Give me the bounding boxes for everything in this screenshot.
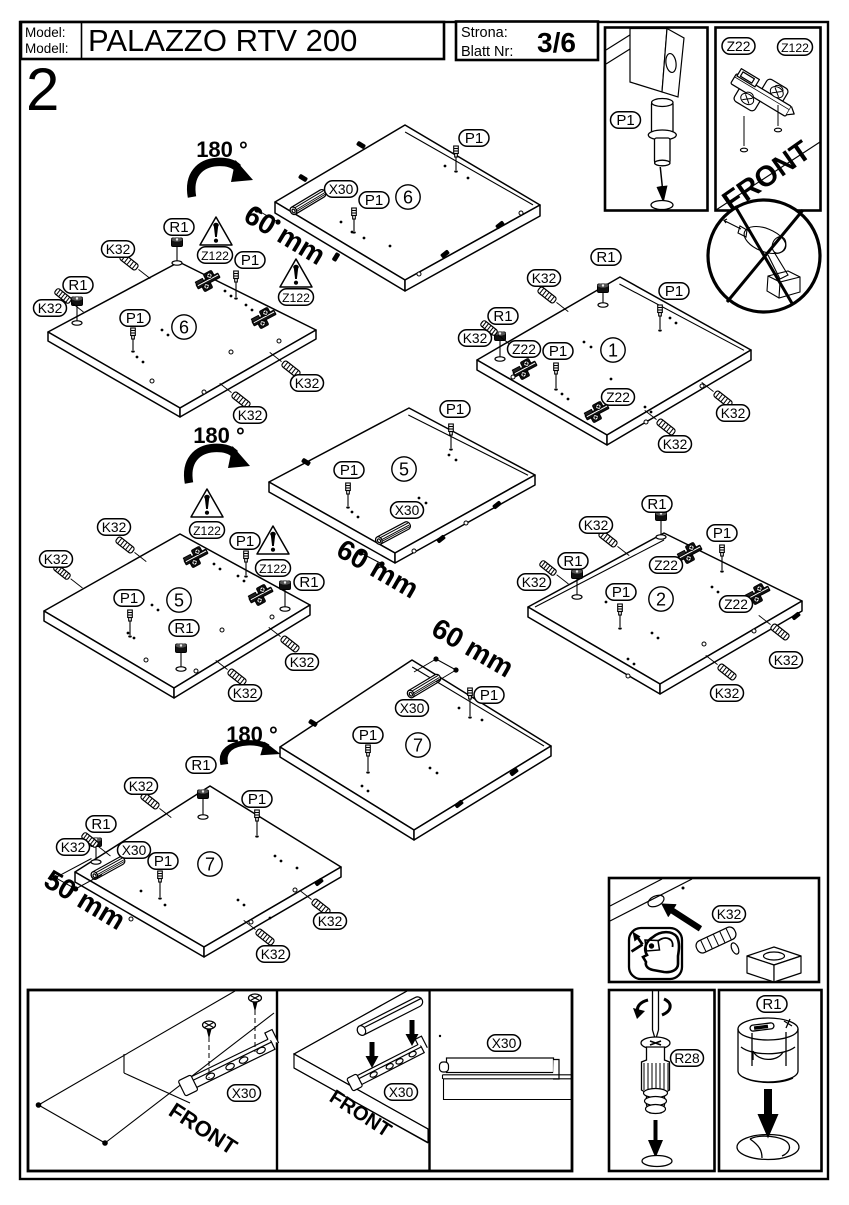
svg-text:R28: R28 <box>674 1051 700 1066</box>
svg-text:K32: K32 <box>38 301 63 316</box>
svg-text:K32: K32 <box>102 520 127 535</box>
svg-text:Blatt Nr:: Blatt Nr: <box>461 44 513 60</box>
svg-text:1: 1 <box>608 341 618 361</box>
svg-text:K32: K32 <box>129 779 154 794</box>
svg-text:Z22: Z22 <box>654 558 678 573</box>
svg-text:X30: X30 <box>400 701 425 716</box>
svg-text:K32: K32 <box>663 437 688 452</box>
svg-text:K32: K32 <box>61 840 86 855</box>
svg-text:P1: P1 <box>480 687 498 704</box>
svg-text:K32: K32 <box>238 408 263 423</box>
svg-text:P1: P1 <box>446 401 464 418</box>
svg-text:X30: X30 <box>389 1085 414 1100</box>
svg-text:K32: K32 <box>532 271 557 286</box>
svg-text:3/6: 3/6 <box>537 27 576 58</box>
svg-text:X30: X30 <box>122 843 147 858</box>
svg-text:Z122: Z122 <box>282 291 310 305</box>
svg-text:R1: R1 <box>647 496 666 513</box>
svg-text:P1: P1 <box>713 525 731 542</box>
svg-text:P1: P1 <box>616 112 634 129</box>
svg-text:P1: P1 <box>365 192 383 209</box>
svg-text:Z122: Z122 <box>259 562 287 576</box>
svg-text:K32: K32 <box>318 914 343 929</box>
svg-text:R1: R1 <box>299 574 318 591</box>
svg-text:R1: R1 <box>596 249 615 266</box>
svg-text:K32: K32 <box>463 331 488 346</box>
svg-text:Z22: Z22 <box>606 390 630 405</box>
svg-text:K32: K32 <box>233 686 258 701</box>
svg-text:R1: R1 <box>563 553 582 570</box>
svg-text:R1: R1 <box>91 816 110 833</box>
svg-text:Model:: Model: <box>25 25 66 40</box>
svg-text:Z122: Z122 <box>781 41 809 55</box>
svg-text:K32: K32 <box>261 947 286 962</box>
svg-text:6: 6 <box>179 318 189 338</box>
svg-text:K32: K32 <box>715 686 740 701</box>
svg-text:P1: P1 <box>359 727 377 744</box>
svg-text:5: 5 <box>174 591 184 611</box>
svg-text:Modell:: Modell: <box>25 41 69 56</box>
svg-text:K32: K32 <box>290 655 315 670</box>
svg-text:Strona:: Strona: <box>461 25 508 41</box>
svg-text:X30: X30 <box>492 1036 517 1051</box>
svg-text:R1: R1 <box>169 219 188 236</box>
svg-text:K32: K32 <box>522 575 547 590</box>
svg-text:P1: P1 <box>465 130 483 147</box>
svg-text:R1: R1 <box>493 308 512 325</box>
svg-text:PALAZZO RTV 200: PALAZZO RTV 200 <box>88 23 357 58</box>
svg-text:K32: K32 <box>774 653 799 668</box>
svg-text:Z122: Z122 <box>201 249 229 263</box>
svg-text:Z22: Z22 <box>512 342 536 357</box>
svg-text:K32: K32 <box>44 552 69 567</box>
svg-text:7: 7 <box>413 736 423 756</box>
svg-text:P1: P1 <box>612 584 630 601</box>
svg-text:P1: P1 <box>248 791 266 808</box>
svg-text:P1: P1 <box>549 343 567 360</box>
svg-text:P1: P1 <box>340 462 358 479</box>
svg-text:P1: P1 <box>665 283 683 300</box>
svg-text:K32: K32 <box>106 242 131 257</box>
svg-text:P1: P1 <box>241 252 259 269</box>
svg-text:5: 5 <box>399 460 409 480</box>
svg-text:K32: K32 <box>721 406 746 421</box>
svg-text:2: 2 <box>656 590 666 610</box>
svg-text:R1: R1 <box>191 757 210 774</box>
svg-text:2: 2 <box>26 56 59 123</box>
svg-text:6: 6 <box>403 188 413 208</box>
svg-text:P1: P1 <box>126 310 144 327</box>
svg-text:X30: X30 <box>232 1086 257 1101</box>
svg-text:R1: R1 <box>174 620 193 637</box>
svg-text:R1: R1 <box>68 277 87 294</box>
svg-text:X30: X30 <box>395 503 420 518</box>
svg-text:P1: P1 <box>154 853 172 870</box>
svg-text:K32: K32 <box>584 518 609 533</box>
svg-text:P1: P1 <box>236 533 254 550</box>
svg-text:Z22: Z22 <box>724 597 748 612</box>
svg-text:P1: P1 <box>120 590 138 607</box>
svg-text:7: 7 <box>205 855 215 875</box>
svg-text:K32: K32 <box>295 376 320 391</box>
svg-text:Z22: Z22 <box>727 39 751 54</box>
svg-text:X30: X30 <box>329 182 354 197</box>
svg-text:K32: K32 <box>717 907 742 922</box>
svg-text:R1: R1 <box>762 996 781 1013</box>
svg-text:Z122: Z122 <box>193 524 221 538</box>
